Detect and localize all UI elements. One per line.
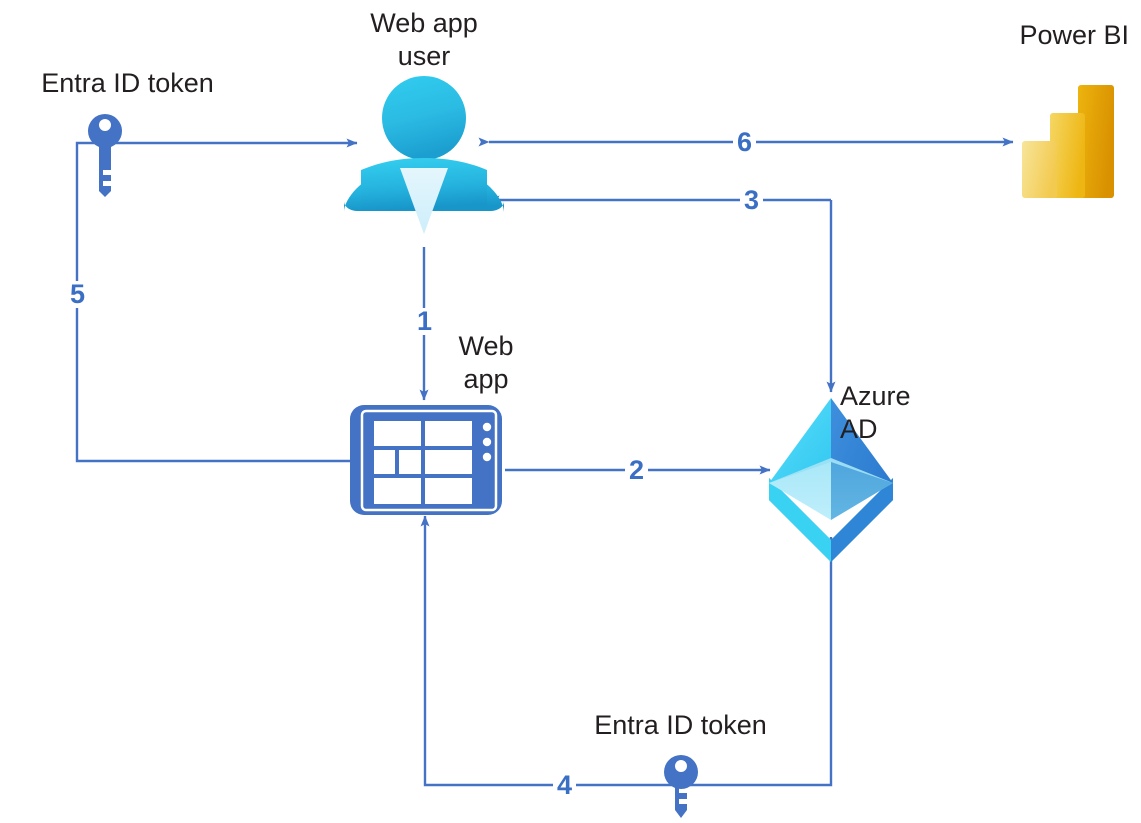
- connector-step-5: [75, 138, 358, 463]
- step-number-6: 6: [733, 129, 757, 156]
- web-app-user-label: Web app user: [370, 8, 478, 71]
- key-icon: [664, 755, 698, 818]
- power-bi-label: Power BI: [1019, 20, 1129, 50]
- entra-id-token-label-top: Entra ID token: [41, 68, 214, 98]
- connector-step-4: [420, 515, 833, 787]
- step-number-3: 3: [740, 187, 764, 214]
- web-app-tablet-icon: [350, 405, 502, 515]
- key-icon: [88, 114, 122, 197]
- entra-id-token-label-bottom: Entra ID token: [594, 710, 767, 740]
- step-number-1: 1: [413, 308, 437, 335]
- user-icon: [344, 76, 504, 234]
- step-number-5: 5: [66, 281, 90, 308]
- azure-ad-icon: [769, 398, 893, 562]
- power-bi-icon: [1022, 85, 1114, 198]
- web-app-label: Web app: [458, 331, 514, 394]
- step-number-4: 4: [553, 772, 577, 799]
- azure-ad-label: Azure AD: [840, 381, 911, 444]
- step-number-2: 2: [625, 457, 649, 484]
